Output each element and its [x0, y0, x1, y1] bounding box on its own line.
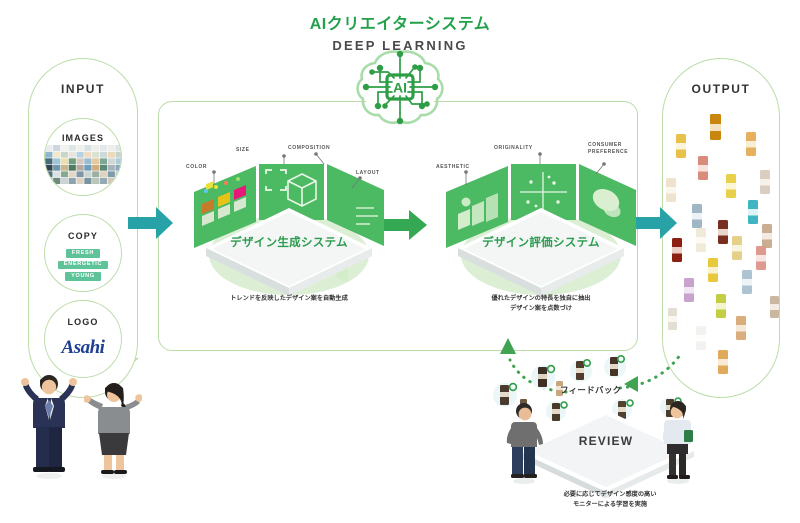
system-caption-generation: トレンドを反映したデザイン案を自動生成 — [230, 295, 348, 302]
arrow-input-to-generation — [128, 207, 173, 239]
input-card-copy[interactable]: COPY FRESH ENERGETIC YOUNG — [44, 214, 122, 292]
asahi-logo-icon: Asahi — [61, 337, 105, 358]
feedback-label: フィードバック — [560, 385, 622, 395]
pin-label-composition: COMPOSITION — [288, 145, 331, 151]
input-card-logo-label: LOGO — [67, 317, 99, 327]
image-mosaic-icon — [45, 145, 121, 195]
female-reviewer — [662, 401, 693, 484]
pin-label-color: COLOR — [186, 164, 208, 170]
review-caption: 必要に応じてデザイン感度の高い モニターによる学習を実施 — [515, 490, 705, 510]
design-evaluation-system: AESTHETIC ORIGINALITY CONSUMER PREFERENC… — [436, 130, 646, 330]
system-label-generation: デザイン生成システム — [230, 237, 348, 249]
brain-chip-label: AI — [393, 80, 407, 96]
ai-brain-icon: AI — [350, 48, 450, 126]
pin-label-size: SIZE — [236, 147, 250, 153]
copy-tag: ENERGETIC — [57, 260, 109, 269]
pin-label-aesthetic: AESTHETIC — [436, 164, 470, 170]
design-generation-system: COLOR SIZE COMPOSITION LAYOUT デザイン生成システム… — [184, 130, 394, 330]
pin-label-originality: ORIGINALITY — [494, 145, 533, 151]
copy-tag: FRESH — [65, 249, 101, 258]
review-platform — [518, 410, 694, 498]
system-caption-evaluation: 優れたデザインの特長を独自に抽出 デザイン案を点数づけ — [436, 294, 646, 313]
review-platform-label: REVIEW — [578, 434, 634, 448]
input-card-copy-label: COPY — [68, 231, 98, 241]
male-person — [21, 375, 77, 479]
system-caption-evaluation-line2: デザイン案を点数づけ — [510, 304, 572, 312]
review-caption-line2: モニターによる学習を実施 — [572, 500, 648, 508]
review-caption-line1: 必要に応じてデザイン感度の高い — [563, 491, 657, 498]
title-japanese: AIクリエイターシステム — [309, 16, 491, 33]
arrow-evaluation-to-output — [632, 207, 677, 239]
input-card-logo[interactable]: LOGO Asahi — [44, 300, 122, 378]
input-card-images-label: IMAGES — [61, 133, 105, 143]
female-person — [84, 383, 142, 479]
copy-tags-icon: FRESH ENERGETIC YOUNG — [45, 249, 121, 281]
input-panel-title: INPUT — [61, 82, 105, 96]
system-label-evaluation: デザイン評価システム — [482, 237, 600, 249]
feedback-can-cluster — [493, 355, 682, 421]
pin-label-layout: LAYOUT — [356, 170, 380, 176]
output-can-cluster — [666, 114, 779, 374]
title-english: DEEP LEARNING — [332, 38, 468, 53]
arrow-generation-to-evaluation — [382, 210, 427, 240]
page-title: AIクリエイターシステム DEEP LEARNING — [0, 10, 800, 53]
copy-tag: YOUNG — [65, 272, 101, 281]
system-caption-evaluation-line1: 優れたデザインの特長を独自に抽出 — [491, 295, 591, 302]
male-reviewer — [506, 403, 543, 484]
output-panel-title: OUTPUT — [691, 82, 751, 96]
input-card-images[interactable]: IMAGES — [44, 118, 122, 196]
pin-label-consumer-preference: CONSUMER PREFERENCE — [588, 142, 629, 155]
